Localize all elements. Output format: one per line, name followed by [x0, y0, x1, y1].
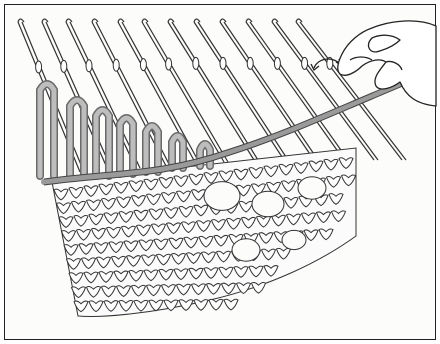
lace-hole [204, 182, 240, 211]
yarn-loop [96, 110, 109, 176]
lace-hole [282, 230, 306, 249]
lace-hole [252, 191, 284, 217]
stitch [224, 299, 238, 310]
yarn-loop [146, 126, 158, 172]
yarn-loop [40, 84, 54, 176]
yarn-loop [120, 118, 133, 174]
lace-hole [232, 239, 260, 261]
hand-icon [338, 21, 436, 106]
lace-hole [298, 177, 326, 199]
stitch [209, 299, 223, 310]
